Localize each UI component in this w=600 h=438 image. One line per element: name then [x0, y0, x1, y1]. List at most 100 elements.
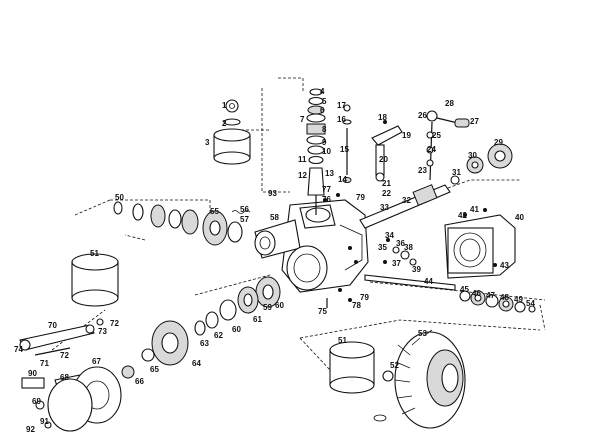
label-38: 38: [404, 243, 413, 252]
small-screws: [323, 193, 352, 308]
label-53: 53: [418, 329, 427, 338]
label-30: 30: [468, 151, 477, 160]
label-90: 90: [28, 369, 37, 378]
label-34: 34: [385, 231, 394, 240]
lower-bearings: [194, 276, 281, 336]
label-79b: 79: [360, 293, 369, 302]
label-50: 50: [115, 193, 124, 202]
label-13: 13: [325, 169, 334, 178]
label-37: 37: [392, 259, 401, 268]
shift-stack: [306, 88, 326, 215]
label-78: 78: [352, 301, 361, 310]
label-15: 15: [340, 145, 349, 154]
label-62: 62: [214, 331, 223, 340]
label-59: 59: [263, 303, 272, 312]
upper-left-gear-stack: [113, 201, 243, 246]
label-71: 71: [40, 359, 49, 368]
label-93: 93: [268, 189, 277, 198]
label-91: 91: [40, 417, 49, 426]
shaft-32: [359, 184, 451, 229]
label-58: 58: [270, 213, 279, 222]
label-33: 33: [380, 203, 389, 212]
drum-67: [21, 366, 122, 432]
gear-55-spring-56: [231, 210, 251, 214]
label-63: 63: [200, 339, 209, 348]
label-10: 10: [322, 147, 331, 156]
pin-assembly-15: [342, 104, 352, 183]
label-19: 19: [402, 131, 411, 140]
label-40: 40: [515, 213, 524, 222]
label-18: 18: [378, 113, 387, 122]
label-72a: 72: [110, 319, 119, 328]
label-77: 77: [322, 185, 331, 194]
label-6: 6: [320, 106, 325, 115]
label-20: 20: [379, 155, 388, 164]
label-3: 3: [205, 138, 210, 147]
label-48: 48: [500, 293, 509, 302]
label-73: 73: [98, 327, 107, 336]
gearbox-housing: [254, 199, 369, 293]
label-47: 47: [486, 291, 495, 300]
label-72b: 72: [60, 351, 69, 360]
label-51-right: 51: [338, 336, 347, 345]
label-61: 61: [253, 315, 262, 324]
label-24: 24: [427, 145, 436, 154]
upper-right-gears: [450, 143, 513, 185]
label-68: 68: [60, 373, 69, 382]
label-66: 66: [135, 377, 144, 386]
label-92: 92: [26, 425, 35, 434]
label-60b: 60: [232, 325, 241, 334]
lever-arm-70: [19, 318, 104, 356]
label-7: 7: [300, 115, 305, 124]
label-46: 46: [472, 289, 481, 298]
label-70: 70: [48, 321, 57, 330]
small-bolts-34-39: [383, 238, 417, 266]
axle-44: [364, 274, 536, 313]
right-cover-40: [444, 208, 516, 279]
label-22: 22: [382, 189, 391, 198]
label-36: 36: [396, 239, 405, 248]
sleeve-51-right: [329, 341, 394, 394]
label-11: 11: [298, 155, 307, 164]
top-cap-assembly: [213, 99, 251, 165]
label-54: 54: [526, 299, 535, 308]
label-64: 64: [192, 359, 201, 368]
label-28: 28: [445, 99, 454, 108]
label-31: 31: [452, 168, 461, 177]
label-23: 23: [418, 166, 427, 175]
label-43: 43: [500, 261, 509, 270]
label-17: 17: [337, 101, 346, 110]
label-4: 4: [320, 87, 325, 96]
bevel-gear-64: [121, 320, 189, 379]
label-57: 57: [240, 215, 249, 224]
shift-lever-20: [371, 120, 403, 182]
tire-53: [373, 329, 466, 429]
label-5: 5: [322, 97, 327, 106]
label-21: 21: [382, 179, 391, 188]
part-number-labels: 1 2 3 4 5 6 7 8 9 10 11 12 13 14 15 16 1…: [14, 87, 535, 434]
label-60a: 60: [275, 301, 284, 310]
label-76: 76: [322, 195, 331, 204]
sleeve-51-left: [71, 253, 119, 307]
label-42: 42: [458, 211, 467, 220]
label-14: 14: [338, 175, 347, 184]
label-16: 16: [337, 115, 346, 124]
label-75: 75: [318, 307, 327, 316]
label-29: 29: [494, 138, 503, 147]
label-79a: 79: [356, 193, 365, 202]
label-26: 26: [418, 111, 427, 120]
label-56: 56: [240, 205, 249, 214]
label-35: 35: [378, 243, 387, 252]
label-49: 49: [514, 295, 523, 304]
label-67: 67: [92, 357, 101, 366]
label-2: 2: [222, 119, 227, 128]
label-51-left: 51: [90, 249, 99, 258]
label-65: 65: [150, 365, 159, 374]
label-55: 55: [210, 207, 219, 216]
label-1: 1: [222, 101, 227, 110]
label-32: 32: [402, 196, 411, 205]
label-69: 69: [32, 397, 41, 406]
label-39: 39: [412, 265, 421, 274]
